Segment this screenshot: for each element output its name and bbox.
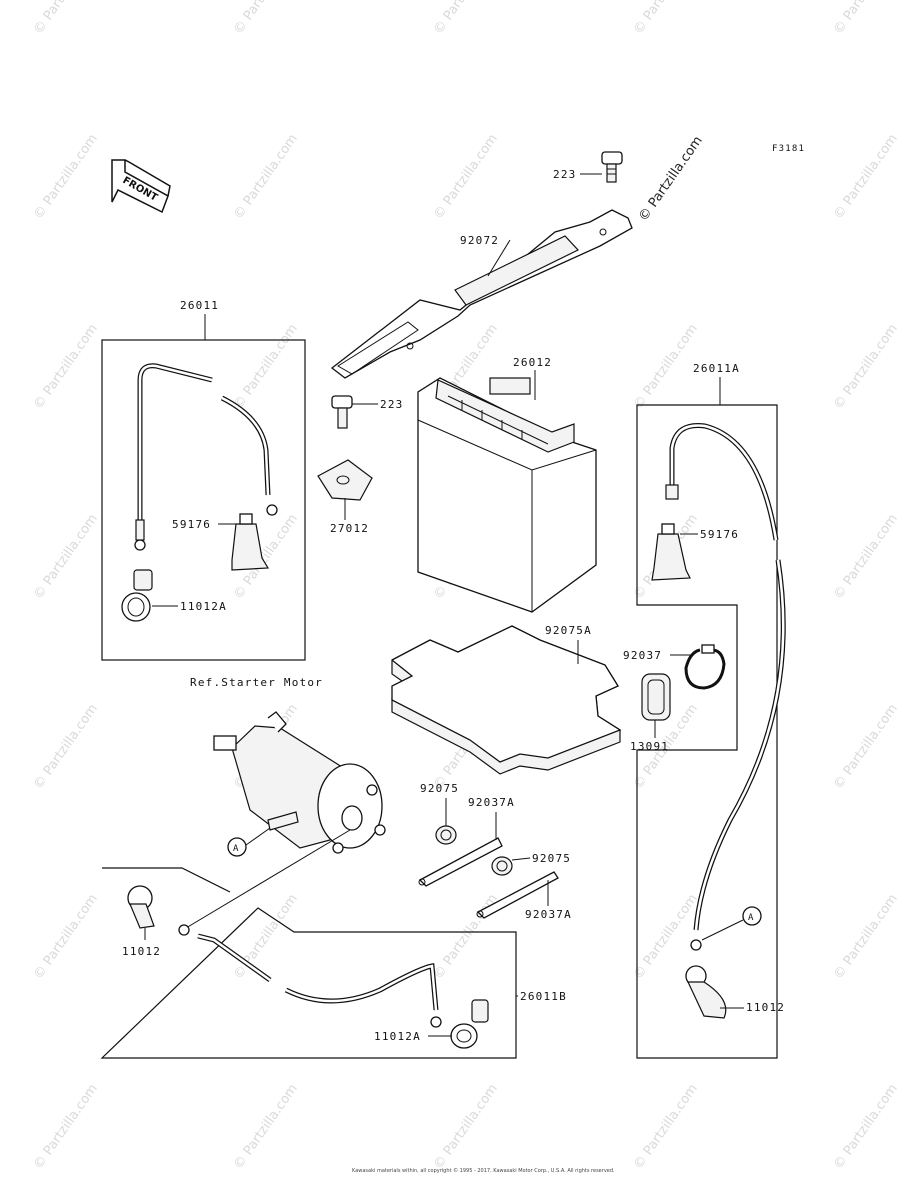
battery-lead-icon — [665, 422, 786, 951]
watermark: © Partzilla.com — [831, 892, 901, 983]
label-223-top: 223 — [553, 168, 576, 181]
lead-left-box — [101, 339, 306, 661]
watermark: © Partzilla.com — [31, 512, 101, 603]
cable-tie-icon — [476, 871, 559, 919]
label-27012: 27012 — [330, 522, 369, 535]
label-92072: 92072 — [460, 234, 499, 247]
lead-right-box — [636, 404, 778, 1059]
label-59176-left: 59176 — [172, 518, 211, 531]
terminal-boot-icon — [127, 885, 155, 929]
bracket-icon — [317, 459, 373, 501]
terminal-boot-icon — [685, 965, 727, 1019]
battery-icon — [417, 377, 597, 613]
cable-tie-icon — [418, 837, 503, 887]
watermark: © Partzilla.com — [831, 702, 901, 793]
label-92037: 92037 — [623, 649, 662, 662]
watermark: © Partzilla.com — [231, 132, 301, 223]
terminal-boot-icon — [121, 569, 153, 622]
label-26012: 26012 — [513, 356, 552, 369]
starter-motor-icon — [213, 711, 386, 854]
ref-marker-a — [227, 837, 247, 857]
label-92037A-1: 92037A — [468, 796, 515, 809]
watermark: © Partzilla.com — [31, 322, 101, 413]
battery-lead-icon — [134, 363, 278, 551]
figure-id: F3181 — [772, 144, 805, 154]
label-26011A: 26011A — [693, 362, 740, 375]
watermark: © Partzilla.com — [31, 0, 101, 37]
watermark: © Partzilla.com — [231, 1082, 301, 1173]
copyright-text: Kawasaki materials within, all copyright… — [352, 1167, 615, 1174]
label-13091: 13091 — [630, 740, 669, 753]
watermark: © Partzilla.com — [831, 322, 901, 413]
label-223-mid: 223 — [380, 398, 403, 411]
watermark: © Partzilla.com — [431, 0, 501, 37]
watermark: © Partzilla.com — [631, 322, 701, 413]
watermark: © Partzilla.com — [31, 1082, 101, 1173]
ref-a-left: A — [233, 844, 240, 854]
watermark: © Partzilla.com — [31, 132, 101, 223]
watermark: © Partzilla.com — [231, 892, 301, 983]
lead-bottom-box — [100, 867, 517, 1059]
label-11012A-left: 11012A — [180, 600, 227, 613]
ref-starter-motor: Ref.Starter Motor — [190, 676, 323, 689]
bolt-icon — [331, 395, 353, 429]
damper-icon — [435, 825, 457, 845]
battery-lead-icon — [178, 829, 442, 1028]
watermark: © Partzilla.com — [231, 322, 301, 413]
watermark: © Partzilla.com — [831, 1082, 901, 1173]
terminal-boot-icon — [450, 999, 489, 1049]
watermark: © Partzilla.com — [831, 132, 901, 223]
rubber-cap-icon — [641, 673, 671, 721]
watermark: © Partzilla.com — [831, 0, 901, 37]
label-26011B: 26011B — [520, 990, 567, 1003]
terminal-cap-icon — [231, 513, 270, 571]
label-11012-bottom-left: 11012 — [122, 945, 161, 958]
watermark-dark: © Partzilla.com — [636, 134, 706, 225]
ref-a-right: A — [748, 913, 755, 923]
watermark: © Partzilla.com — [431, 1082, 501, 1173]
front-arrow-icon: FRONT — [111, 159, 171, 214]
band-clip-icon — [684, 644, 726, 690]
label-92075-1: 92075 — [420, 782, 459, 795]
ref-marker-a — [742, 906, 762, 926]
watermark: © Partzilla.com — [31, 892, 101, 983]
label-92075-2: 92075 — [532, 852, 571, 865]
watermark: © Partzilla.com — [31, 702, 101, 793]
watermark: © Partzilla.com — [631, 1082, 701, 1173]
watermark: © Partzilla.com — [831, 512, 901, 603]
label-11012A-bottom: 11012A — [374, 1030, 421, 1043]
bolt-icon — [601, 151, 623, 183]
terminal-cap-icon — [651, 523, 691, 581]
watermark: © Partzilla.com — [631, 0, 701, 37]
damper-icon — [491, 856, 513, 876]
label-59176-right: 59176 — [700, 528, 739, 541]
label-92037A-2: 92037A — [525, 908, 572, 921]
label-26011: 26011 — [180, 299, 219, 312]
watermark: © Partzilla.com — [431, 132, 501, 223]
label-92075A: 92075A — [545, 624, 592, 637]
battery-mat-icon — [391, 625, 622, 775]
label-11012-right: 11012 — [746, 1001, 785, 1014]
watermark: © Partzilla.com — [231, 0, 301, 37]
battery-strap-icon — [330, 209, 633, 379]
